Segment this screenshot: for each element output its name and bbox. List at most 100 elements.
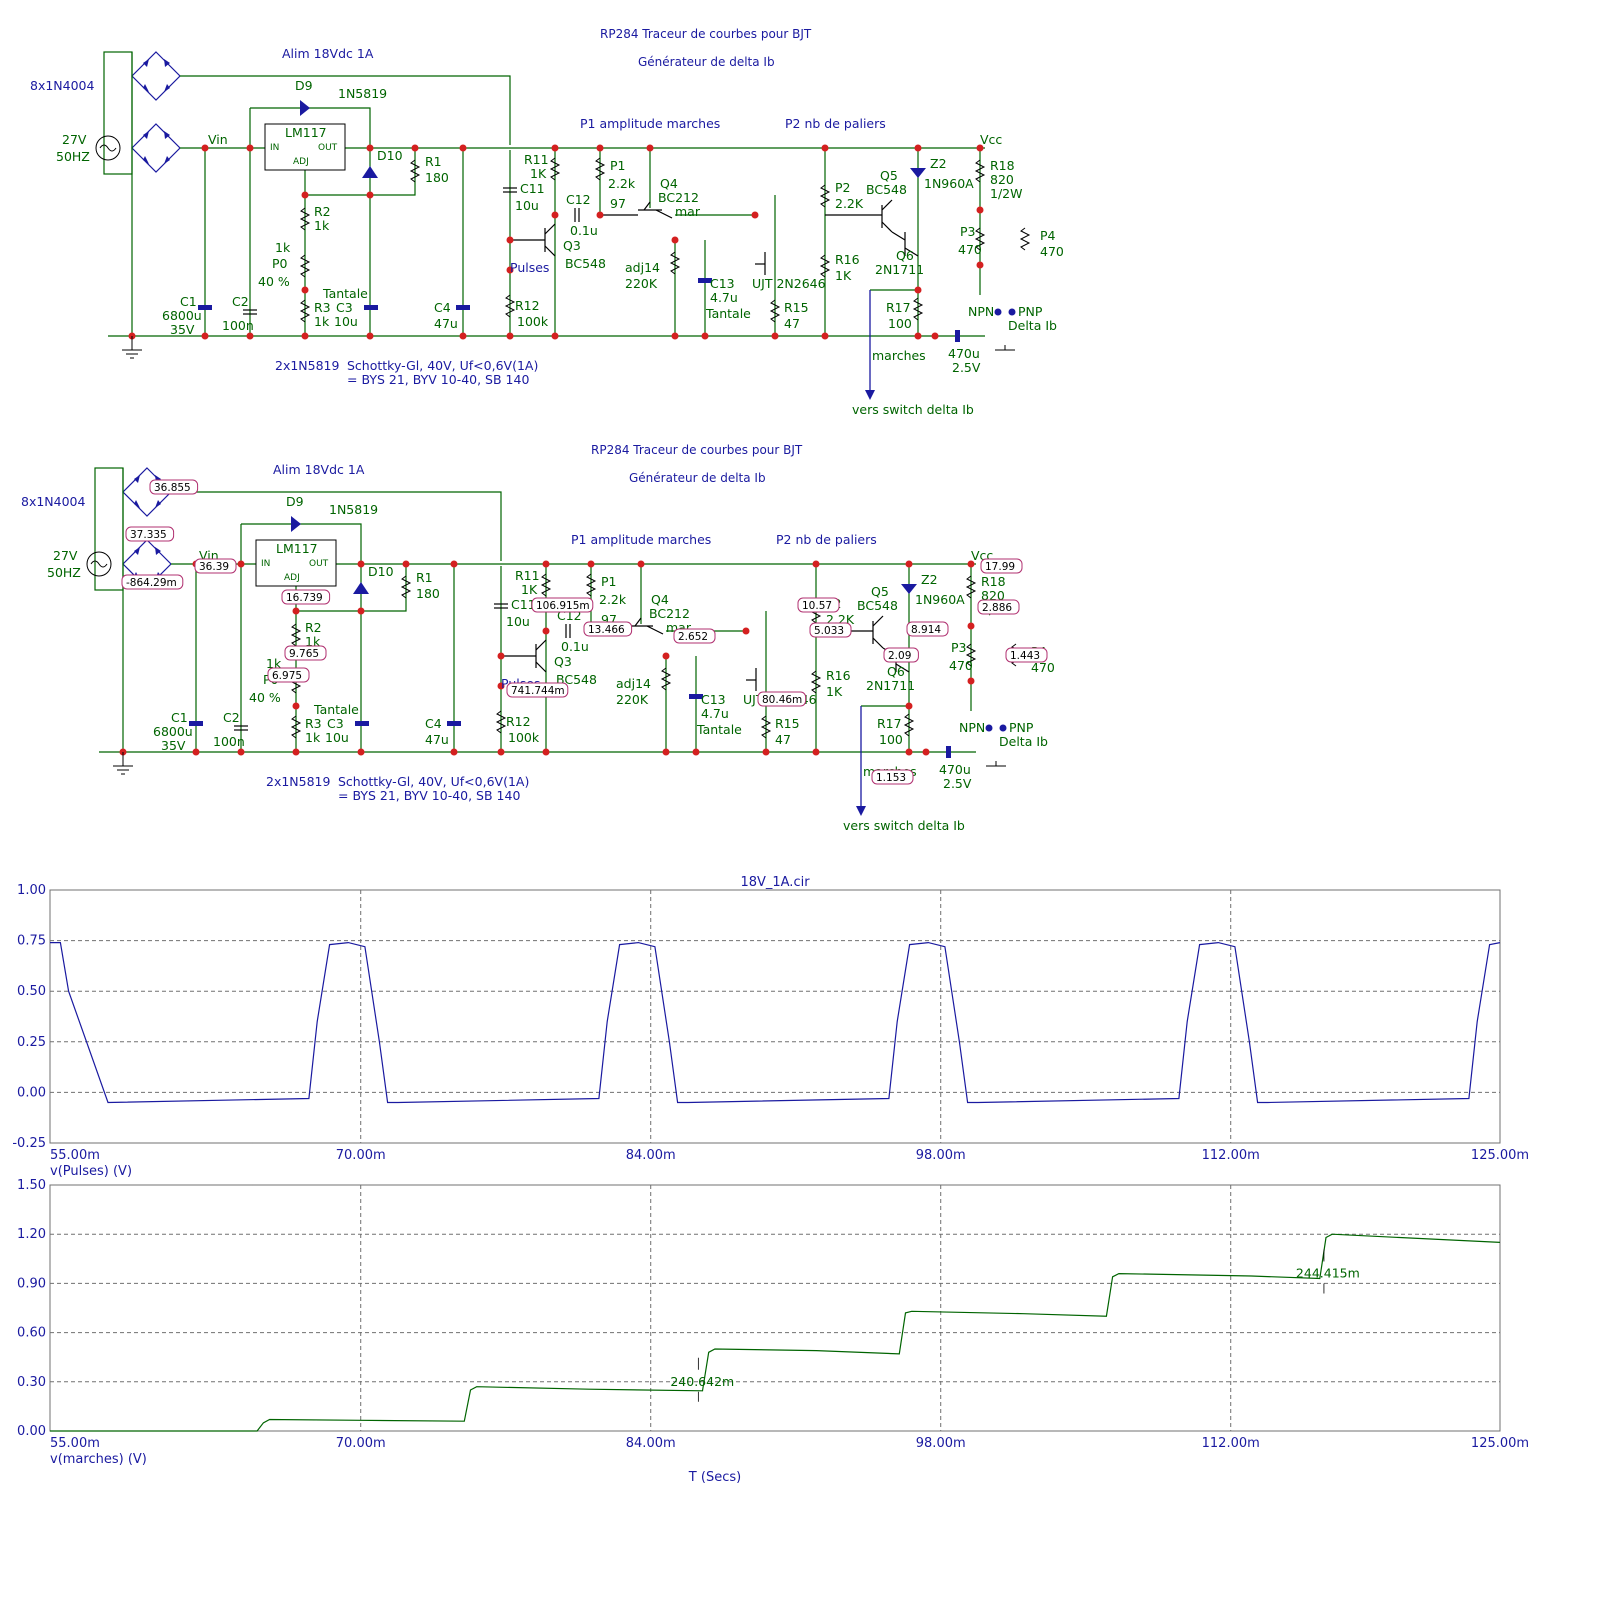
r18-value: 820 <box>990 172 1014 187</box>
series-line-0 <box>50 1233 1501 1432</box>
c13-tantale: Tantale <box>696 722 742 737</box>
x-tick-label: 112.00m <box>1202 1148 1260 1163</box>
output-arrow-icon <box>865 390 875 400</box>
c1-value: 6800u <box>162 308 202 323</box>
p1-percent: 97 <box>610 196 626 211</box>
c3-tantale: Tantale <box>313 702 359 717</box>
c4-value: 47u <box>425 732 449 747</box>
c12-value: 0.1u <box>570 223 598 238</box>
d9-diode-icon <box>300 100 310 116</box>
alim-label: Alim 18Vdc 1A <box>282 46 374 61</box>
node-voltage-r18: 2.886 <box>982 602 1012 614</box>
schematic-subtitle: Générateur de delta Ib <box>638 55 775 69</box>
r17-label: R17 <box>877 716 902 731</box>
p3-label: P3 <box>951 640 967 655</box>
r16-value: 1K <box>835 268 852 283</box>
c13-tantale: Tantale <box>705 306 751 321</box>
c1-value: 6800u <box>153 724 193 739</box>
source-frequency: 50HZ <box>47 565 81 580</box>
r18-value: 820 <box>981 588 1005 603</box>
schematic-title: RP284 Traceur de courbes pour BJT <box>600 27 812 41</box>
bridge-rectifier <box>103 51 181 175</box>
r17-label: R17 <box>886 300 911 315</box>
r18-label: R18 <box>990 158 1015 173</box>
node-voltage-p0w: 6.975 <box>272 670 302 682</box>
p2-value: 2.2K <box>835 196 864 211</box>
d9-label: D9 <box>286 494 304 509</box>
p2-title: P2 nb de paliers <box>776 532 877 547</box>
annotation-label: 240.642m <box>670 1374 734 1389</box>
ground-icon <box>113 752 133 775</box>
cout-value: 470u <box>939 762 971 777</box>
chart-title: 18V_1A.cir <box>740 875 810 890</box>
vers-switch-label: vers switch delta Ib <box>852 402 974 417</box>
c1-voltage: 35V <box>170 322 195 337</box>
output-arrow-icon <box>856 806 866 816</box>
c11-label: C11 <box>511 597 536 612</box>
q6-part: 2N1711 <box>875 262 924 277</box>
c1-capacitor-icon <box>198 305 212 310</box>
r11-label: R11 <box>515 568 540 583</box>
y-axis-label: v(Pulses) (V) <box>50 1164 132 1179</box>
node-voltage-chips: 36.85537.335-864.29m36.3916.7399.7656.97… <box>121 479 1048 785</box>
p1-title: P1 amplitude marches <box>571 532 711 547</box>
c4-value: 47u <box>434 316 458 331</box>
adj14-label: adj14 <box>625 260 660 275</box>
x-tick-label: 55.00m <box>50 1148 100 1163</box>
r2-label: R2 <box>305 620 322 635</box>
x-tick-label: 84.00m <box>626 1436 676 1451</box>
alim-label: Alim 18Vdc 1A <box>273 462 365 477</box>
r15-value: 47 <box>784 316 800 331</box>
q3-label: Q3 <box>563 238 581 253</box>
node-voltage-p2: 10.57 <box>802 600 832 612</box>
p2-title: P2 nb de paliers <box>785 116 886 131</box>
bridge-label: 8x1N4004 <box>30 78 95 93</box>
p3-value: 470 <box>949 658 973 673</box>
r3-value: 1k <box>314 314 330 329</box>
ground-icon <box>122 336 142 359</box>
lm117-out: OUT <box>318 143 338 153</box>
y-tick-label: 1.50 <box>17 1178 46 1193</box>
schematic-title: RP284 Traceur de courbes pour BJT <box>591 443 803 457</box>
c3-label: C3 <box>327 716 344 731</box>
ujt-label: UJT 2N2646 <box>752 276 826 291</box>
node-voltage-bridge_top: 36.855 <box>154 482 191 494</box>
c2-value: 100n <box>213 734 245 749</box>
r3-label: R3 <box>305 716 322 731</box>
p1-value: 2.2k <box>608 176 636 191</box>
c4-label: C4 <box>434 300 451 315</box>
c3-value: 10u <box>334 314 358 329</box>
pnp-label: PNP <box>1018 304 1043 319</box>
r12-label: R12 <box>506 714 531 729</box>
q4-part: BC212 <box>649 606 690 621</box>
d9-part: 1N5819 <box>329 502 378 517</box>
annotation-label: 244.415m <box>1296 1266 1360 1281</box>
r18-wattage: 1/2W <box>990 186 1022 201</box>
c12-label: C12 <box>566 192 591 207</box>
q5-part: BC548 <box>866 182 907 197</box>
d10-diode-icon <box>362 166 378 178</box>
x-tick-label: 112.00m <box>1202 1436 1260 1451</box>
lm117-in: IN <box>270 143 279 153</box>
c1-capacitor-icon <box>189 721 203 726</box>
d9-part: 1N5819 <box>338 86 387 101</box>
d10-diode-icon <box>353 582 369 594</box>
node-voltage-pulses: 741.744m <box>511 685 565 697</box>
x-tick-label: 98.00m <box>916 1436 966 1451</box>
r2-value: 1k <box>314 218 330 233</box>
ground-icon-2 <box>986 761 1006 767</box>
schottky-count: 2x1N5819 <box>275 358 340 373</box>
y-tick-label: 0.60 <box>17 1326 46 1341</box>
node-voltage-vcc: 17.99 <box>985 561 1015 573</box>
r11-value: 1K <box>521 582 538 597</box>
source-voltage: 27V <box>62 132 87 147</box>
ac-source-icon <box>95 135 121 161</box>
q3-part: BC548 <box>565 256 606 271</box>
p2-label: P2 <box>835 180 851 195</box>
q5-label: Q5 <box>880 168 898 183</box>
y-tick-label: 1.20 <box>17 1227 46 1242</box>
r11-value: 1K <box>530 166 547 181</box>
r1-label: R1 <box>416 570 433 585</box>
r15-label: R15 <box>775 716 800 731</box>
